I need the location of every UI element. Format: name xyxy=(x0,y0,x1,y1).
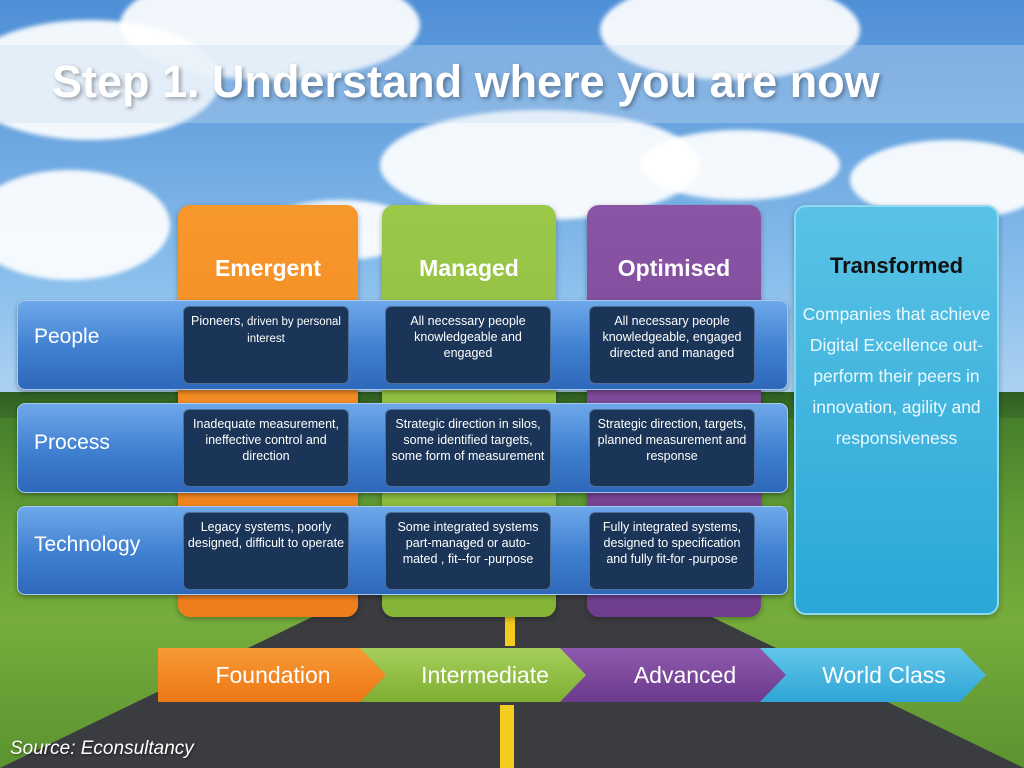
stage-column-transformed: Transformed Companies that achieve Digit… xyxy=(794,205,999,615)
cell-technology-optimised: Fully integrated systems, designed to sp… xyxy=(589,512,755,590)
level-arrow-advanced: Advanced xyxy=(560,648,788,702)
cell-text-small: driven by personal interest xyxy=(243,316,341,345)
stage-title-managed: Managed xyxy=(419,255,519,281)
level-label: Advanced xyxy=(633,661,737,688)
level-arrow-world-class: World Class xyxy=(760,648,986,702)
transformed-description: Companies that achieve Digital Excellenc… xyxy=(802,304,991,448)
cell-technology-managed: Some integrated systems part-managed or … xyxy=(385,512,551,590)
cell-people-optimised: All necessary people knowledgeable, enga… xyxy=(589,306,755,384)
cloud xyxy=(0,170,170,280)
stage-title-emergent: Emergent xyxy=(214,255,322,281)
cloud xyxy=(640,130,840,200)
stage-title-optimised: Optimised xyxy=(617,255,731,281)
cell-process-optimised: Strategic direction, targets, planned me… xyxy=(589,409,755,487)
cell-process-emergent: Inadequate measurement, ineffective cont… xyxy=(183,409,349,487)
row-label-people: People xyxy=(34,325,100,348)
level-label: Intermediate xyxy=(421,661,549,688)
level-label: World Class xyxy=(822,661,946,688)
row-technology: Technology Legacy systems, poorly design… xyxy=(17,506,788,595)
title-band xyxy=(0,45,1024,123)
level-arrow-intermediate: Intermediate xyxy=(360,648,588,702)
page-title: Step 1. Understand where you are now xyxy=(52,56,880,107)
cell-text: Pioneers, xyxy=(191,314,244,328)
level-label: Foundation xyxy=(215,661,331,688)
row-label-technology: Technology xyxy=(34,533,141,556)
row-people: People Pioneers, driven by personal inte… xyxy=(17,300,788,390)
row-process: Process Inadequate measurement, ineffect… xyxy=(17,403,788,493)
cell-people-emergent: Pioneers, driven by personal interest xyxy=(183,306,349,384)
level-arrow-foundation: Foundation xyxy=(158,648,388,702)
row-label-process: Process xyxy=(34,431,110,454)
stage-title-transformed: Transformed xyxy=(829,253,964,278)
road-center-line xyxy=(500,705,514,768)
cell-technology-emergent: Legacy systems, poorly designed, difficu… xyxy=(183,512,349,590)
cell-people-managed: All necessary people knowledgeable and e… xyxy=(385,306,551,384)
source-credit: Source: Econsultancy xyxy=(10,738,194,759)
road-center-line xyxy=(505,616,515,646)
cloud xyxy=(600,0,860,80)
cell-process-managed: Strategic direction in silos, some ident… xyxy=(385,409,551,487)
